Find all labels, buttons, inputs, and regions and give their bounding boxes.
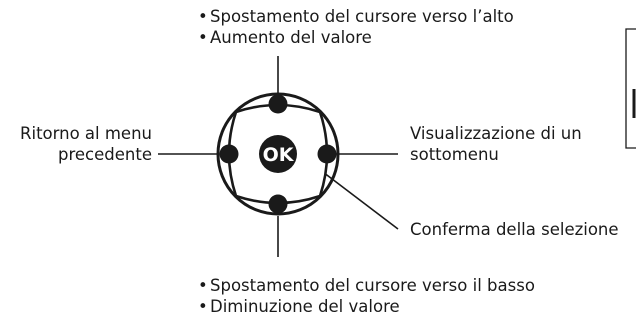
ok-button-label: OK bbox=[263, 144, 295, 166]
bottom-label-line-2: Diminuzione del valore bbox=[198, 296, 535, 317]
left-label-line-1: Ritorno al menu bbox=[20, 124, 152, 143]
left-label: Ritorno al menu precedente bbox=[0, 123, 152, 165]
confirm-label: Conferma della selezione bbox=[410, 219, 619, 240]
arrow-up-icon[interactable] bbox=[268, 94, 288, 114]
arrow-down-icon[interactable] bbox=[268, 194, 288, 214]
multi-selector-outer-ring bbox=[216, 92, 340, 216]
bottom-label: Spostamento del cursore verso il basso D… bbox=[198, 275, 535, 317]
top-label: Spostamento del cursore verso l’alto Aum… bbox=[198, 6, 514, 48]
arrow-left-icon[interactable] bbox=[219, 144, 239, 164]
confirm-label-text: Conferma della selezione bbox=[410, 220, 619, 239]
left-label-line-2: precedente bbox=[58, 145, 152, 164]
top-label-line-2: Aumento del valore bbox=[198, 27, 514, 48]
right-label: Visualizzazione di un sottomenu bbox=[410, 123, 582, 165]
ok-button[interactable]: OK bbox=[259, 135, 297, 173]
top-label-line-1: Spostamento del cursore verso l’alto bbox=[198, 6, 514, 27]
bottom-label-line-1: Spostamento del cursore verso il basso bbox=[198, 275, 535, 296]
edge-frame bbox=[625, 28, 636, 149]
right-label-line-2: sottomenu bbox=[410, 145, 499, 164]
arrow-right-icon[interactable] bbox=[317, 144, 337, 164]
right-label-line-1: Visualizzazione di un bbox=[410, 124, 582, 143]
